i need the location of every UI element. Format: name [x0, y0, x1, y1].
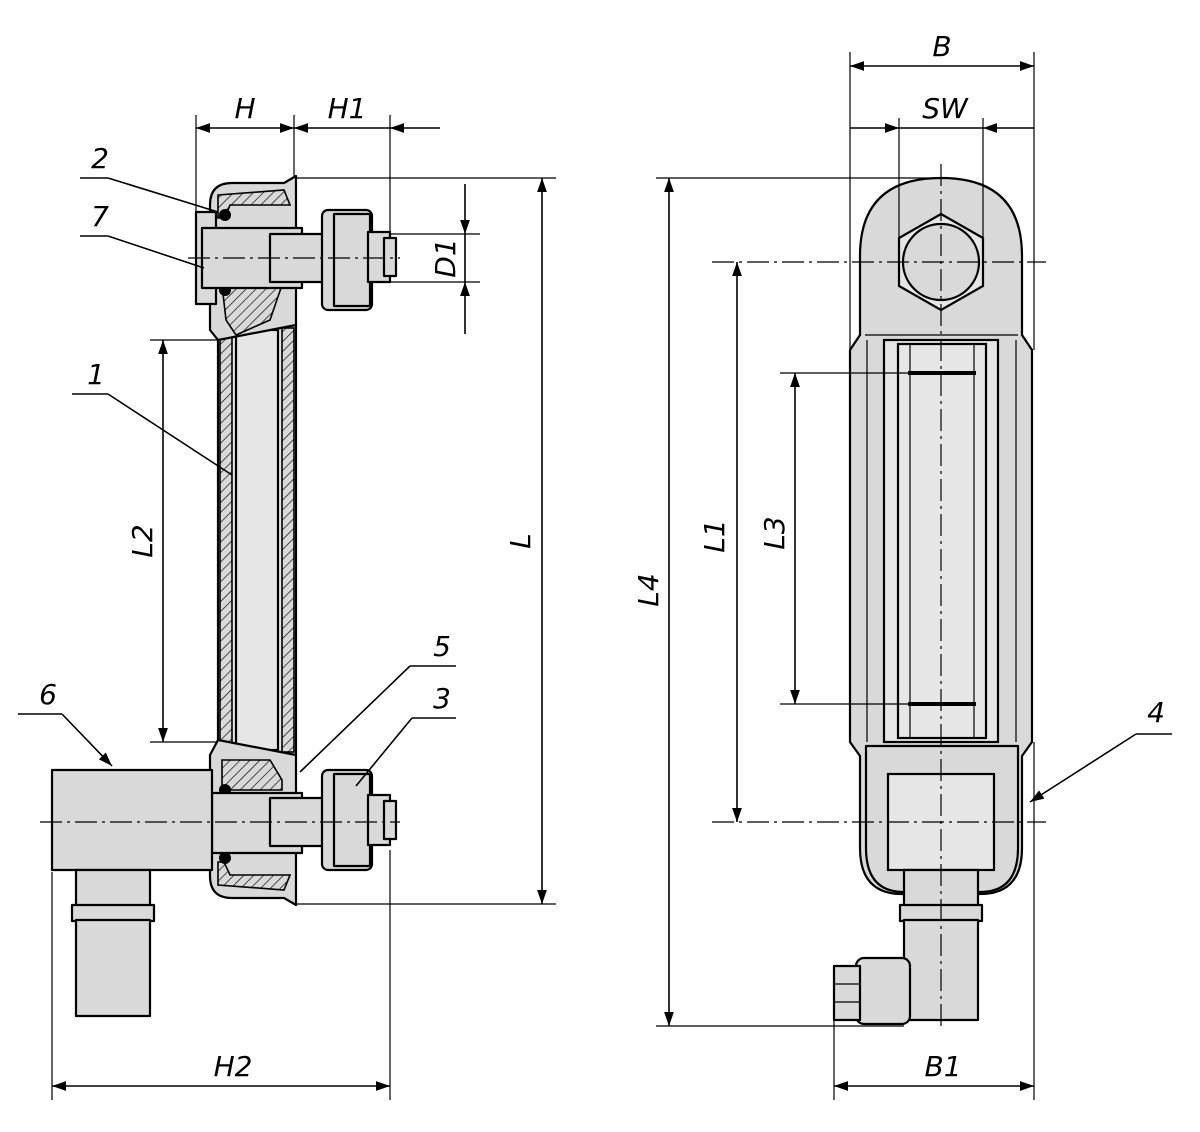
- dim-l3: L3: [758, 516, 791, 549]
- dim-h2: H2: [214, 1050, 253, 1083]
- connector-housing: [50, 768, 214, 1018]
- dim-h1: H1: [328, 92, 367, 125]
- dim-sw: SW: [922, 92, 969, 125]
- callout-7: 7: [91, 200, 109, 233]
- callout-6: 6: [39, 678, 57, 711]
- dim-l: L: [504, 533, 537, 549]
- callout-3: 3: [433, 682, 451, 715]
- callout-1: 1: [87, 358, 105, 391]
- front-view: B SW L4 L1 L3 B1 4: [632, 30, 1172, 1100]
- dim-l4: L4: [632, 573, 665, 606]
- callout-2: 2: [91, 142, 109, 175]
- dim-b: B: [932, 30, 951, 63]
- dim-b1: B1: [924, 1050, 961, 1083]
- dim-d1: D1: [429, 238, 462, 277]
- dim-h: H: [234, 92, 255, 125]
- sight-glass-tube: [216, 323, 298, 757]
- callout-5: 5: [433, 630, 451, 663]
- callout-4: 4: [1147, 696, 1165, 729]
- side-section-view: H H1 D1 L2 L H2 2 7 1 6 5 3: [18, 92, 556, 1100]
- dim-l2: L2: [126, 524, 159, 557]
- dim-l1: L1: [698, 519, 731, 552]
